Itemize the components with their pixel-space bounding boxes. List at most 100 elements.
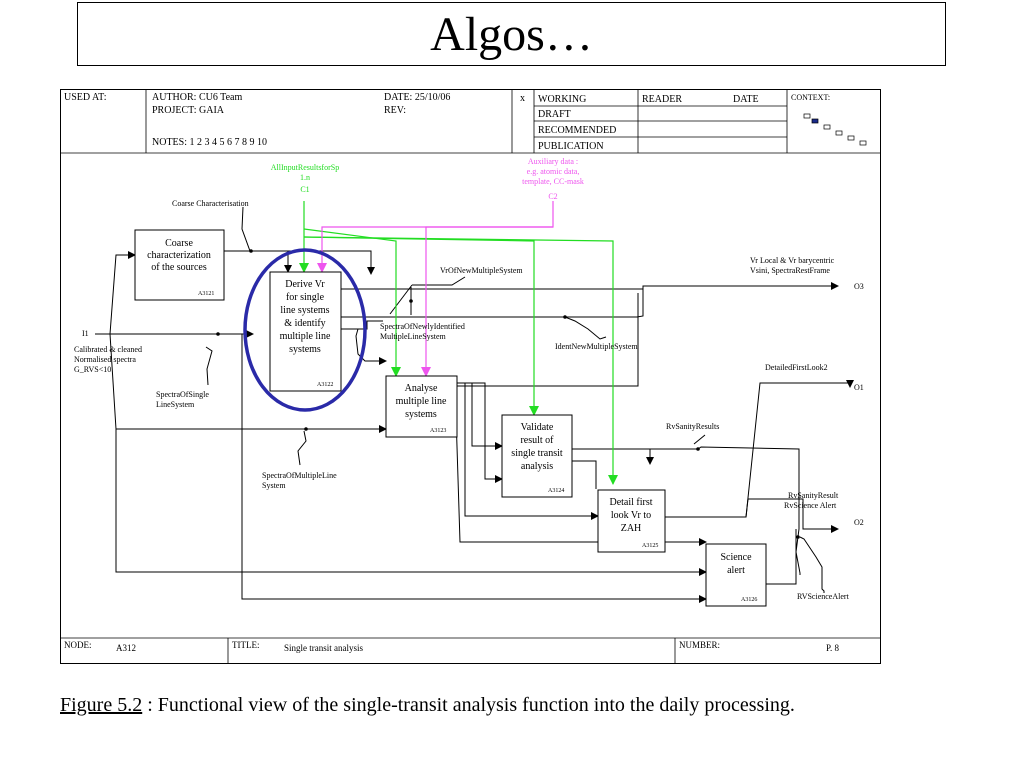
label-o2-desc-2: RvScience Alert (784, 501, 837, 510)
box-validate-line4: analysis (521, 461, 553, 472)
label-spectra-single-2: LineSystem (156, 400, 195, 409)
label-detailed-first: DetailedFirstLook2 (765, 363, 828, 372)
header-date: DATE: 25/10/06 (384, 92, 450, 103)
c1-label: AllInputResultsforSp (271, 163, 339, 172)
box-derive-line2: for single (286, 292, 325, 303)
slide-title: Algos… (430, 8, 593, 61)
diagram-frame (60, 89, 881, 664)
box-coarse-line2: characterization (147, 250, 211, 261)
label-i1-desc-3: G_RVS<10 (74, 365, 111, 374)
control-arrows-magenta (317, 201, 554, 377)
label-o3-line2: Vsini, SpectraRestFrame (750, 266, 830, 275)
header-used-at: USED AT: (64, 92, 107, 103)
label-o3-tag: O3 (854, 282, 864, 291)
box-detail-line2: look Vr to (611, 510, 651, 521)
slide-title-box: Algos… (77, 2, 946, 66)
box-detail-line1: Detail first (609, 497, 652, 508)
box-derive-line6: systems (289, 344, 321, 355)
footer-grid (60, 637, 881, 664)
status-draft: DRAFT (538, 109, 571, 120)
label-i1-desc-1: Calibrated & cleaned (74, 345, 142, 354)
label-ident-new: IdentNewMultipleSystem (555, 342, 638, 351)
highlight-ellipse (243, 248, 367, 412)
header-grid (60, 89, 881, 154)
label-o2-desc-1: RvSanityResult (788, 491, 839, 500)
footer-page: P. 8 (826, 643, 840, 653)
c1-mult: 1.n (300, 173, 310, 182)
label-i1-desc-2: Normalised spectra (74, 355, 136, 364)
c2-label: Auxiliary data : (528, 157, 578, 166)
junction-dots (216, 249, 800, 539)
c2-line3: template, CC-mask (522, 177, 584, 186)
c1-tag: C1 (300, 185, 309, 194)
status-recommended: RECOMMENDED (538, 125, 616, 136)
header-notes: NOTES: 1 2 3 4 5 6 7 8 9 10 (152, 137, 267, 148)
figure-caption: Figure 5.2 : Functional view of the sing… (60, 693, 883, 717)
box-validate-line3: single transit (511, 448, 563, 459)
control-arrows-green (299, 201, 618, 485)
box-detail-line3: ZAH (621, 523, 642, 534)
label-o2-tag: O2 (854, 518, 864, 527)
box-science-id: A3126 (741, 597, 757, 603)
flow-lines (95, 206, 854, 603)
header-project: PROJECT: GAIA (152, 105, 225, 116)
box-validate-line1: Validate (521, 422, 554, 433)
svg-text:Auxiliary data :e.g. atomic da: Auxiliary data :e.g. atomic data,templat… (522, 157, 584, 201)
header-x-mark: x (520, 93, 525, 104)
box-derive-id: A3122 (317, 382, 333, 388)
header-author: AUTHOR: CU6 Team (152, 92, 242, 103)
box-validate-id: A3124 (548, 488, 564, 494)
footer-title-label: TITLE: (232, 640, 260, 650)
box-derive: Derive Vr for single line systems & identif… (269, 271, 342, 392)
label-spectra-newly-2: MultipleLineSystem (380, 332, 447, 341)
figure-label: Figure 5.2 (60, 694, 143, 716)
box-coarse-line1: Coarse (165, 238, 193, 249)
figure-caption-text: : Functional view of the single-transit … (142, 694, 795, 716)
box-coarse-line3: of the sources (151, 262, 207, 273)
c2-tag: C2 (548, 192, 557, 201)
box-coarse-id: A3121 (198, 291, 214, 297)
footer-title: Single transit analysis (284, 643, 363, 653)
box-science-line2: alert (727, 565, 745, 576)
label-spectra-multiple-2: System (262, 481, 286, 490)
box-analyse-line3: systems (405, 409, 437, 420)
header-reader: READER (642, 94, 682, 105)
header-rev: REV: (384, 105, 406, 116)
box-analyse-line1: Analyse (405, 383, 438, 394)
box-analyse: Analyse multiple line systems A3123 (385, 375, 458, 438)
label-spectra-multiple-1: SpectraOfMultipleLine (262, 471, 337, 480)
label-coarse-char: Coarse Characterisation (172, 199, 249, 208)
c2-line2: e.g. atomic data, (527, 167, 580, 176)
box-derive-line1: Derive Vr (285, 279, 325, 290)
box-derive-line4: & identify (284, 318, 325, 329)
footer-node-label: NODE: (64, 640, 92, 650)
box-analyse-id: A3123 (430, 428, 446, 434)
box-science-line1: Science (720, 552, 752, 563)
box-derive-line5: multiple line (280, 331, 331, 342)
box-analyse-line2: multiple line (396, 396, 447, 407)
label-o3-line1: Vr Local & Vr barycentric (750, 256, 835, 265)
box-detail-id: A3125 (642, 543, 658, 549)
header-date2: DATE (733, 94, 759, 105)
context-boxes-icon (803, 113, 867, 146)
box-derive-line3: line systems (280, 305, 329, 316)
label-spectra-newly-1: SpectraOfNewlyIdentified (380, 322, 465, 331)
box-detail: Detail first look Vr to ZAH A3125 (597, 489, 666, 553)
footer-node: A312 (116, 643, 136, 653)
label-vr-new-multi: VrOfNewMultipleSystem (440, 266, 523, 275)
status-publication: PUBLICATION (538, 141, 604, 152)
label-rv-sanity: RvSanityResults (666, 422, 719, 431)
label-o1-tag: O1 (854, 383, 864, 392)
box-science: Science alert A3126 (705, 543, 767, 607)
label-i1: I1 (82, 329, 89, 338)
status-working: WORKING (538, 94, 586, 105)
